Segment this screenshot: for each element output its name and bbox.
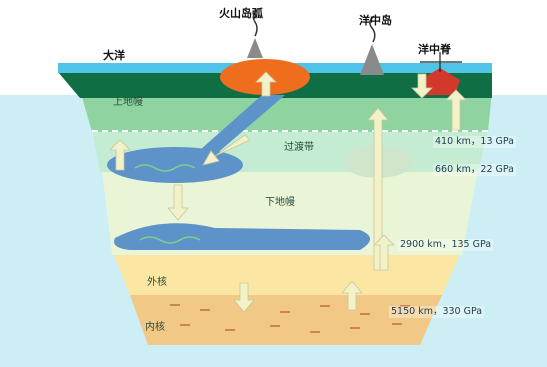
lower-mantle-label: 下地幔: [265, 197, 295, 208]
slab-diagonal-arrow: [202, 134, 251, 166]
inner-core-layer: [130, 295, 442, 345]
arc-volcano: [247, 38, 263, 58]
plume-up-arrow-upper: [445, 89, 467, 131]
subducting-slab: [200, 95, 285, 155]
slab-down-arrow: [167, 184, 189, 221]
outer-core-label: 外核: [147, 277, 167, 288]
ocean-label: 大洋: [103, 49, 125, 62]
depth-label-410: 410 km，13 GPa: [433, 136, 517, 148]
depth-label-660: 660 km，22 GPa: [433, 164, 517, 176]
arc-up-arrow: [255, 71, 277, 97]
core-up-arrow-left: [373, 234, 395, 271]
upwelling-arrow-left: [109, 139, 131, 171]
mid-ocean-ridge-label: 洋中脊: [418, 43, 451, 56]
outer-core-up-arrow: [341, 280, 363, 311]
depth-label-2900: 2900 km，135 GPa: [398, 239, 494, 251]
outer-core-layer: [112, 250, 462, 300]
ridge-down-arrow: [411, 73, 433, 99]
ocean-island-volcano: [360, 44, 384, 75]
depth-label-5150: 5150 km，330 GPa: [389, 306, 485, 318]
outer-core-down-arrow: [233, 282, 255, 313]
upper-mantle-layer: [80, 90, 492, 132]
upper-mantle-label: 上地幔: [113, 97, 143, 108]
volcanic-arc-label: 火山岛弧: [219, 7, 263, 20]
slab-pool-lower: [114, 223, 370, 250]
ocean-island-label: 洋中岛: [359, 14, 392, 27]
transition-zone-label: 过渡带: [284, 142, 314, 153]
inner-core-label: 内核: [145, 322, 165, 333]
